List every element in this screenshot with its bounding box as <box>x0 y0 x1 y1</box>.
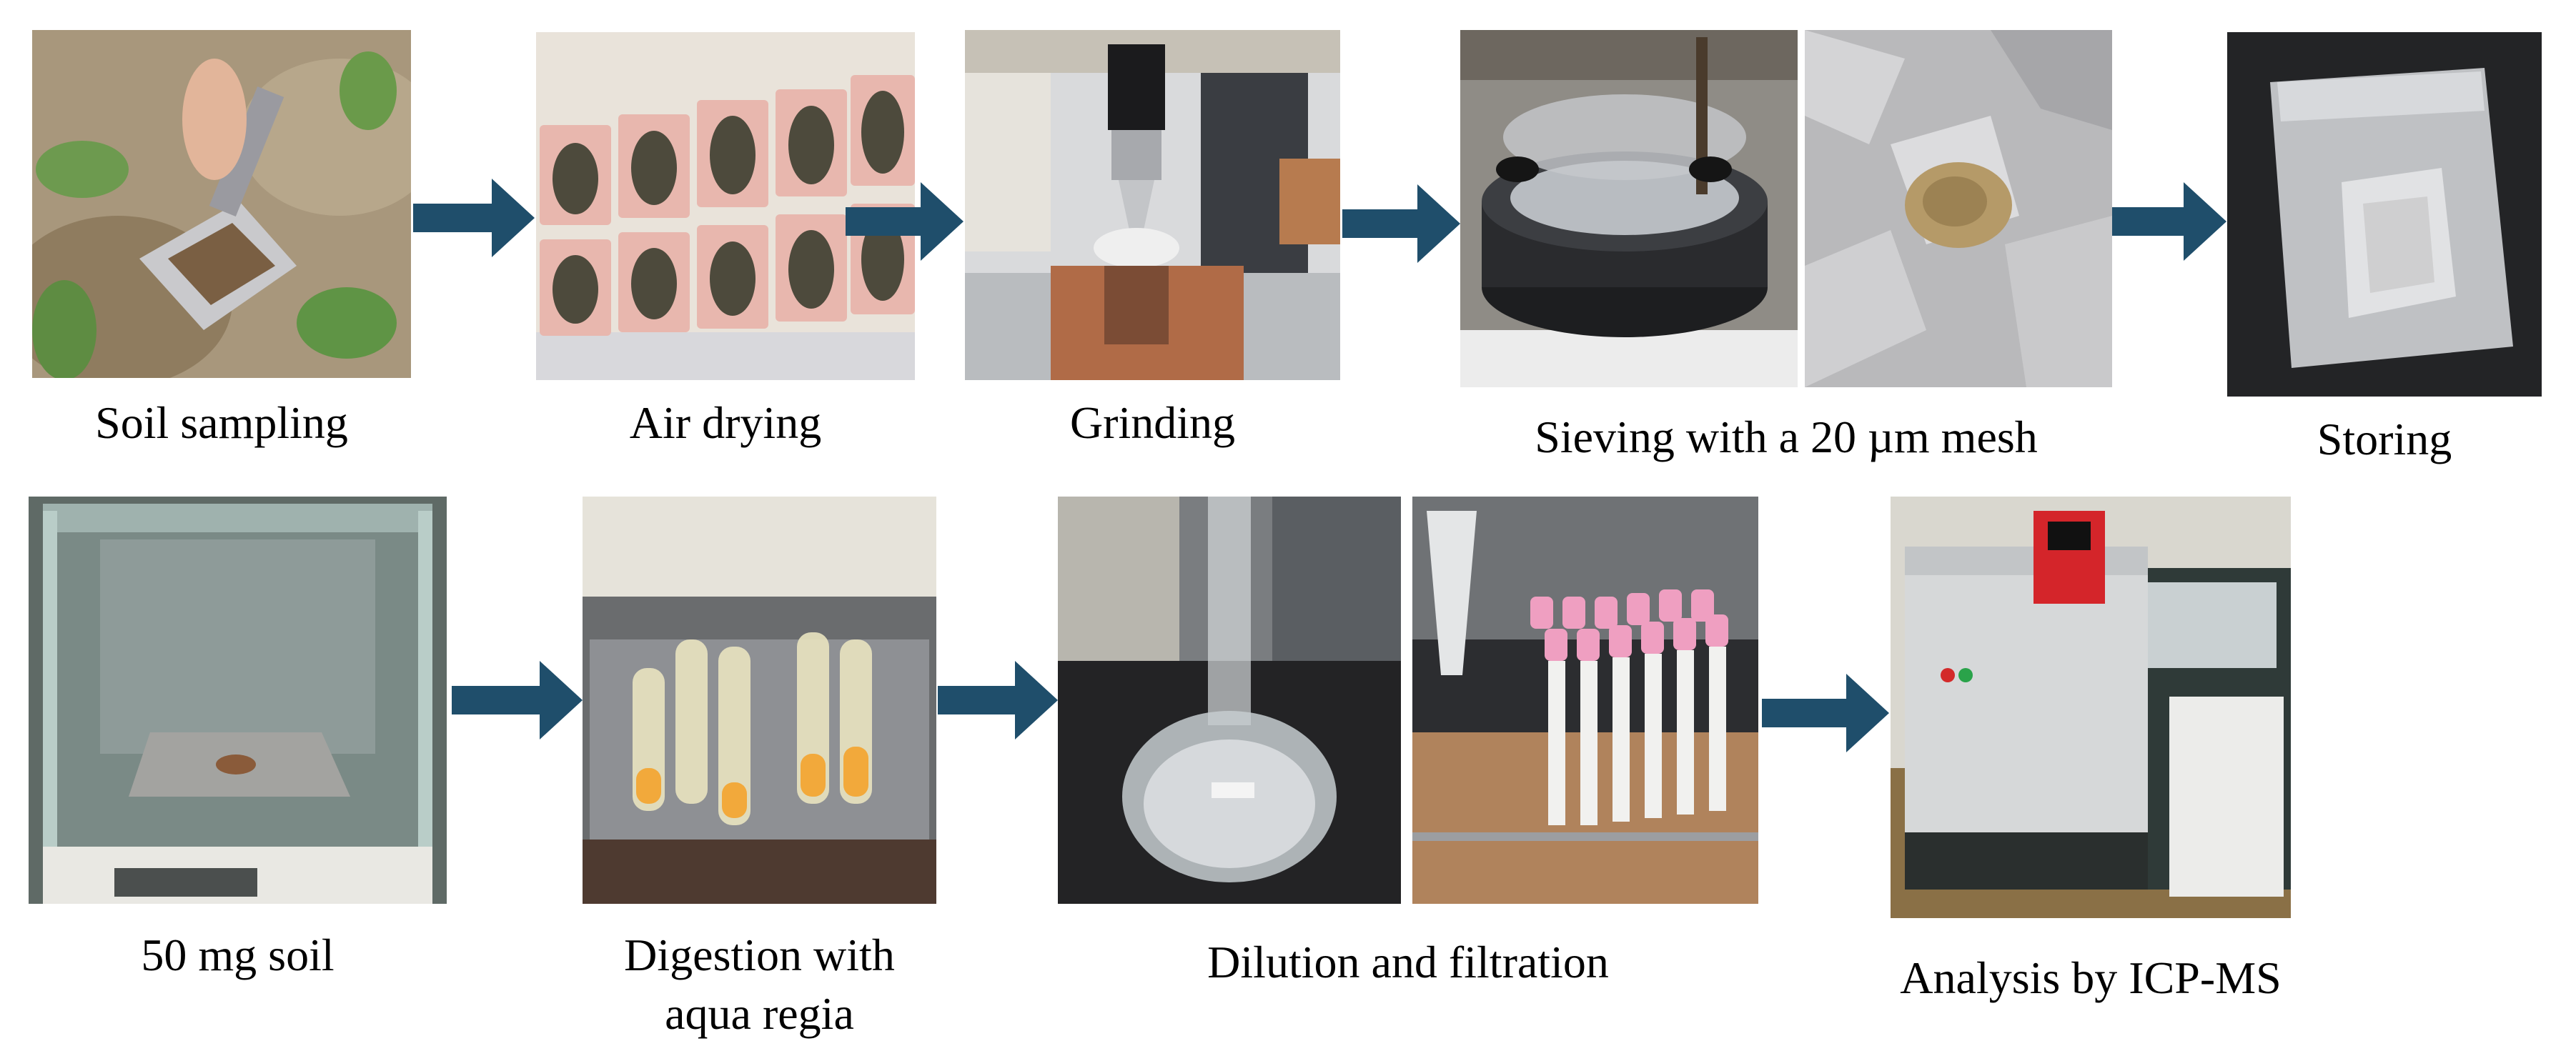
caption-digestion-line1: Digestion with <box>624 930 895 980</box>
arrow-dilution-to-analysis <box>1762 674 1889 752</box>
caption-digestion-line2: aqua regia <box>665 988 854 1039</box>
arrow-sampling-to-drying <box>413 179 535 257</box>
arrow-grinding-to-sieving <box>1342 184 1460 263</box>
caption-grinding: Grinding <box>1069 397 1236 448</box>
caption-analysis: Analysis by ICP-MS <box>1900 952 2282 1003</box>
caption-sieving: Sieving with a 20 µm mesh <box>1535 412 2038 462</box>
soil-sampling-photo <box>32 30 411 378</box>
arrow-sieving-to-storing <box>2112 182 2226 261</box>
caption-weighing: 50 mg soil <box>141 930 335 980</box>
arrow-digestion-to-dilution <box>938 661 1058 739</box>
sieved-soil-foil-photo <box>1805 30 2112 387</box>
caption-air-drying: Air drying <box>629 397 822 448</box>
grinding-photo <box>965 30 1340 380</box>
arrow-drying-to-grinding <box>846 182 963 261</box>
sieve-photo <box>1460 30 1798 387</box>
storing-photo <box>2227 32 2542 397</box>
air-drying-photo <box>536 32 915 380</box>
caption-storing: Storing <box>2317 414 2452 464</box>
digestion-tubes-photo <box>583 497 936 904</box>
arrow-weighing-to-digestion <box>452 661 583 739</box>
filtration-tubes-photo <box>1412 497 1758 904</box>
caption-soil-sampling: Soil sampling <box>95 397 348 448</box>
caption-dilution: Dilution and filtration <box>1207 937 1609 987</box>
volumetric-flask-photo <box>1058 497 1401 904</box>
icp-ms-instrument-photo <box>1891 497 2291 918</box>
weighing-balance-photo <box>29 497 447 904</box>
